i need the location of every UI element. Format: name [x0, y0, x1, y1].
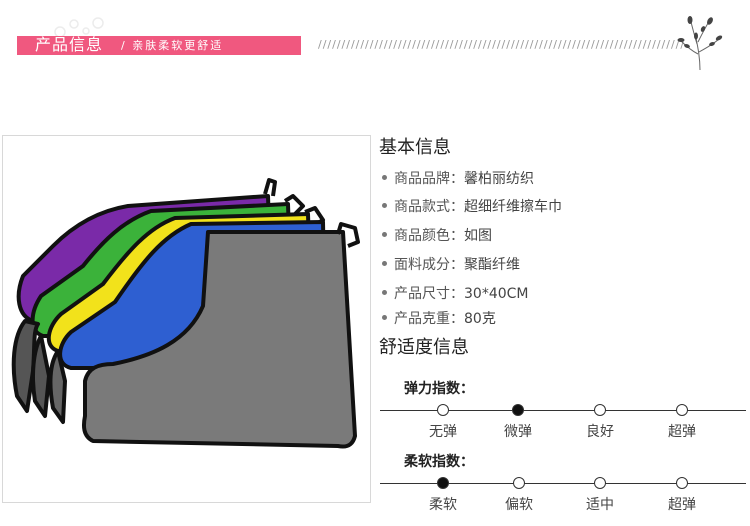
info-row-color: 商品颜色：如图 — [382, 226, 492, 246]
info-row-size: 产品尺寸：30*40CM — [382, 284, 528, 304]
elasticity-option-3-label: 超弹 — [668, 424, 696, 440]
softness-option-1-radio — [513, 477, 525, 489]
info-row-weight: 产品克重：80克 — [382, 309, 496, 329]
elasticity-option-1-label: 微弹 — [504, 424, 532, 440]
softness-option-2-radio — [594, 477, 606, 489]
elasticity-option-3-radio — [676, 404, 688, 416]
softness-option-0-radio — [437, 477, 449, 489]
softness-option-2-label: 适中 — [586, 497, 614, 513]
towel-stack-image — [11, 178, 360, 449]
header-banner — [17, 36, 301, 55]
plant-decoration-icon — [677, 16, 723, 71]
page-subtitle: / 亲肤柔软更舒适 — [121, 39, 224, 52]
elasticity-option-0-radio — [437, 404, 449, 416]
softness-option-3-label: 超弹 — [668, 497, 696, 513]
product-photo — [2, 135, 371, 503]
softness-option-1-label: 偏软 — [505, 497, 533, 513]
elasticity-scale-line — [380, 410, 746, 411]
softness-option-0-label: 柔软 — [429, 497, 457, 513]
bullet-icon — [382, 314, 387, 320]
elasticity-option-0-label: 无弹 — [429, 424, 457, 440]
softness-option-3-radio — [676, 477, 688, 489]
comfort-info-title: 舒适度信息 — [379, 337, 469, 358]
bullet-icon — [382, 260, 387, 266]
elasticity-option-2-label: 良好 — [586, 424, 614, 440]
bullet-icon — [382, 231, 387, 237]
info-row-brand: 商品品牌：馨柏丽纺织 — [382, 169, 534, 189]
bullet-icon — [382, 174, 387, 180]
elasticity-title: 弹力指数： — [404, 381, 474, 397]
bullet-icon — [382, 289, 387, 295]
elasticity-option-1-radio — [512, 404, 524, 416]
bullet-icon — [382, 202, 387, 208]
info-row-material: 面料成分：聚酯纤维 — [382, 255, 520, 275]
basic-info-title: 基本信息 — [379, 137, 451, 158]
towel-grey — [82, 230, 357, 449]
softness-title: 柔软指数： — [404, 454, 474, 470]
header-divider: ////////////////////////////////////////… — [318, 38, 686, 51]
page-title: 产品信息 — [35, 35, 104, 54]
info-row-style: 商品款式：超细纤维擦车巾 — [382, 197, 562, 217]
softness-scale-line — [380, 483, 746, 484]
elasticity-option-2-radio — [594, 404, 606, 416]
